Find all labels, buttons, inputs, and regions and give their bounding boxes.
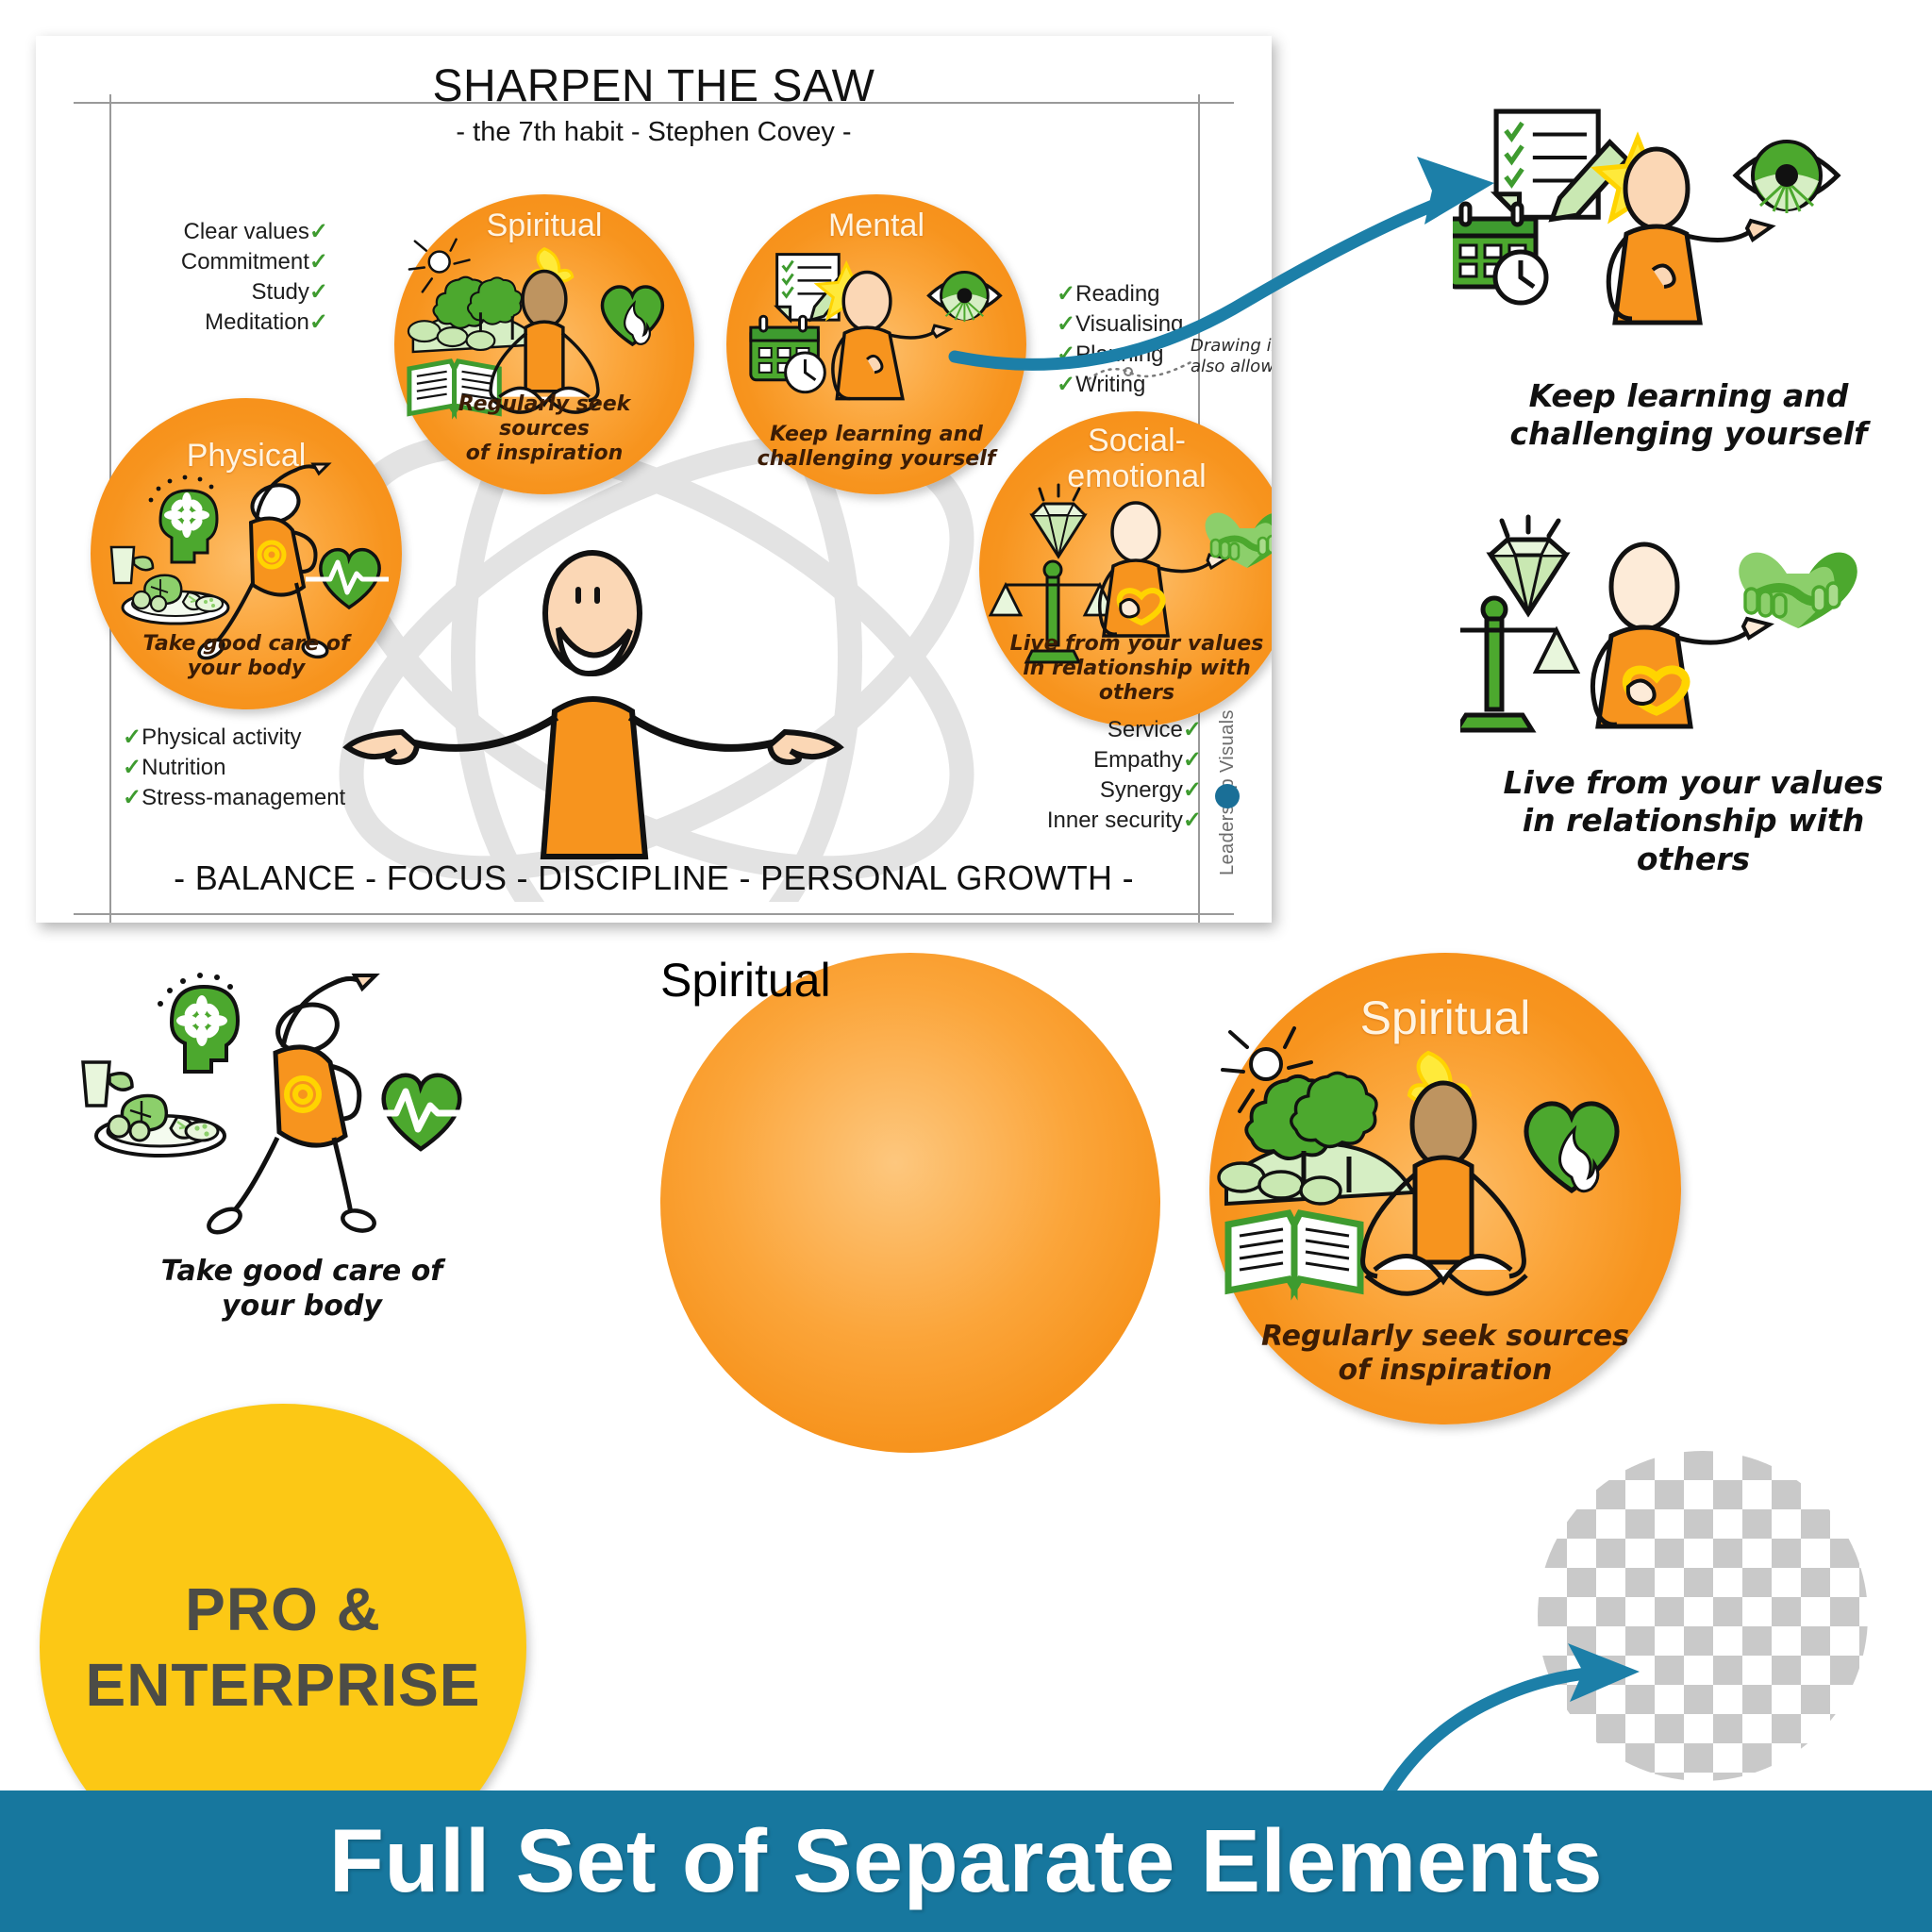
check-icon: ✓ <box>308 278 328 305</box>
central-person-graphic <box>342 550 844 859</box>
bubble-spiritual-empty-title: Spiritual <box>660 954 831 1007</box>
bubble-mental-title: Mental <box>827 208 925 243</box>
bubble-mental-art <box>749 253 1003 401</box>
checklist-item-label: Nutrition <box>142 754 226 780</box>
banner-text: Full Set of Separate Elements <box>328 1810 1604 1911</box>
brand-logo-icon <box>1215 784 1240 808</box>
bubble-social-title-2: emotional <box>1067 458 1207 494</box>
bubble-spiritual-empty[interactable]: Spiritual <box>660 953 1160 1453</box>
page-footer: - BALANCE - FOCUS - DISCIPLINE - PERSONA… <box>174 858 1134 897</box>
main-poster-card: SHARPEN THE SAW - the 7th habit - Stephe… <box>36 36 1272 923</box>
page-title: SHARPEN THE SAW <box>432 61 875 111</box>
annotation-line-1: Drawing is <box>1191 336 1272 356</box>
check-icon: ✓ <box>1182 776 1202 803</box>
checklist-physical: ✓Physical activity ✓Nutrition ✓Stress-ma… <box>123 723 406 813</box>
dotted-pointer-icon <box>1087 358 1196 381</box>
checklist-item-label: Inner security <box>1046 807 1183 833</box>
check-icon: ✓ <box>1182 717 1202 742</box>
bubble-social-emotional[interactable]: Social- emotional <box>979 411 1272 726</box>
check-icon: ✓ <box>1057 310 1076 337</box>
callout-arrow-bottom <box>1374 1643 1640 1812</box>
check-icon: ✓ <box>1057 281 1076 307</box>
bubble-spiritual[interactable]: Spiritual <box>394 194 694 494</box>
element-physical-art <box>81 973 472 1235</box>
bottom-banner: Full Set of Separate Elements <box>0 1790 1932 1932</box>
element-mental-standalone <box>1446 104 1924 377</box>
check-icon: ✓ <box>123 784 142 810</box>
badge-line-1: PRO & <box>185 1575 381 1643</box>
checklist-item-label: Reading <box>1075 281 1160 307</box>
check-icon: ✓ <box>1182 746 1202 773</box>
bubble-spiritual-title: Spiritual <box>486 208 603 243</box>
checklist-social: Service✓ Empathy✓ Synergy✓ Inner securit… <box>979 715 1202 836</box>
checklist-item-label: Study <box>251 278 309 305</box>
bubble-social-art <box>988 483 1272 664</box>
badge-line-2: ENTERPRISE <box>85 1651 481 1719</box>
bubble-spiritual-art <box>407 238 664 420</box>
check-icon: ✓ <box>308 248 328 275</box>
checklist-item-label: Stress-management <box>142 784 346 810</box>
checklist-item-label: Visualising <box>1075 310 1184 337</box>
transparent-background-circle <box>1538 1451 1868 1781</box>
crop-mark-bottom <box>74 913 1234 915</box>
callout-arrow-top <box>948 157 1494 371</box>
checklist-item-label: Empathy <box>1093 746 1183 773</box>
bubble-social-title-1: Social- <box>1088 423 1186 458</box>
checklist-item-label: Synergy <box>1099 776 1183 803</box>
element-social-art <box>1407 514 1857 733</box>
bubble-physical-title: Physical <box>186 438 307 474</box>
checklist-item-label: Writing <box>1075 371 1146 397</box>
checklist-item-label: Physical activity <box>142 724 302 750</box>
check-icon: ✓ <box>1182 807 1202 833</box>
crop-mark-top <box>74 102 1234 104</box>
bubble-physical-art <box>109 462 389 660</box>
checklist-mental: ✓Reading ✓Visualising ✓Planning ✓Writing <box>1057 279 1272 400</box>
check-icon: ✓ <box>123 724 142 750</box>
bubble-mental[interactable]: Mental <box>726 194 1026 494</box>
page-subtitle: - the 7th habit - Stephen Covey - <box>456 117 852 147</box>
check-icon: ✓ <box>1057 371 1076 397</box>
bubble-spiritual-full-title: Spiritual <box>1359 991 1531 1044</box>
annotation-drawing-note: Drawing is also allowed ☺ <box>1191 336 1272 376</box>
annotation-line-2: also allowed ☺ <box>1191 356 1272 376</box>
check-icon: ✓ <box>308 219 328 244</box>
element-physical-standalone <box>66 972 538 1245</box>
check-icon: ✓ <box>123 754 142 780</box>
checklist-item-label: Service <box>1107 717 1183 742</box>
element-social-standalone <box>1407 509 1923 792</box>
bubble-physical[interactable]: Physical <box>91 398 402 709</box>
checklist-item-label: Commitment <box>180 248 309 275</box>
bubble-spiritual-full[interactable]: Spiritual <box>1209 953 1681 1424</box>
element-mental-art <box>1446 108 1841 325</box>
checklist-item-label: Clear values <box>183 219 309 244</box>
bubble-spiritual-full-art <box>1217 1026 1620 1301</box>
checklist-spiritual: Clear values✓ Commitment✓ Study✓ Meditat… <box>111 217 328 338</box>
checklist-item-label: Meditation <box>205 308 309 335</box>
check-icon: ✓ <box>308 308 328 335</box>
